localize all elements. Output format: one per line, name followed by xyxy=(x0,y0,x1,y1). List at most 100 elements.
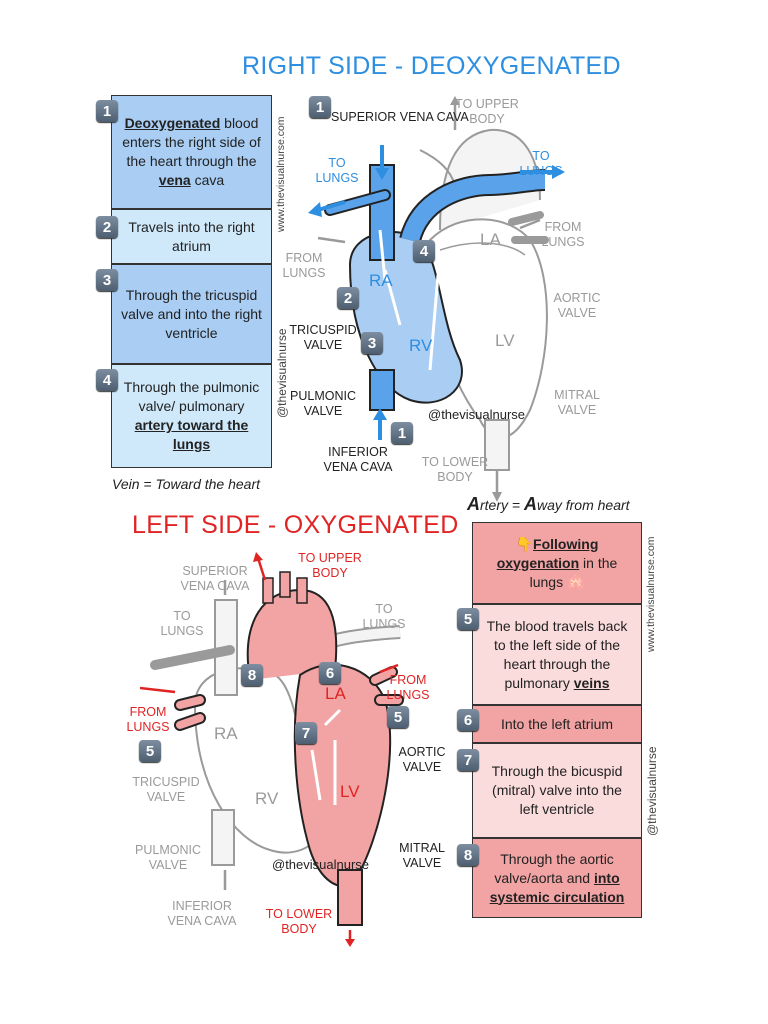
left-step-5: The blood travels back to the left side … xyxy=(472,604,642,705)
watermark: @thevisualnurse xyxy=(272,857,370,872)
la-outline xyxy=(439,242,526,256)
step-text: blood enters the right side of the heart… xyxy=(122,115,261,169)
diagram-badge: 1 xyxy=(309,96,331,118)
deoxygenated-term: Deoxygenated xyxy=(124,115,221,131)
artery-note-a: A xyxy=(523,494,537,514)
label-tricuspid: TRICUSPID VALVE xyxy=(289,323,357,352)
label-pulmonic: PULMONIC VALVE xyxy=(290,389,356,418)
label-ivc: INFERIOR VENA CAVA xyxy=(167,899,237,928)
label-aortic: AORTIC VALVE xyxy=(398,745,446,774)
right-step-3: Through the tricuspid valve and into the… xyxy=(111,264,272,364)
arrow-up-gray-head xyxy=(450,96,460,105)
step-text: Through the pulmonic valve/ pulmonary xyxy=(123,379,260,414)
artery-note: Artery = Away from heart xyxy=(467,494,630,515)
label-to-lungs-left: TO LUNGS xyxy=(315,156,359,185)
label-pulmonic: PULMONIC VALVE xyxy=(135,843,201,872)
step-text: Through the tricuspid valve and into the… xyxy=(121,286,262,341)
artery-term: artery toward the lungs xyxy=(134,417,249,452)
chamber-rv: RV xyxy=(409,336,433,355)
aorta-branch xyxy=(296,577,308,604)
label-from-lungs-left: FROM LUNGS xyxy=(282,251,326,280)
systemic-term: into systemic circulation xyxy=(489,869,625,905)
chamber-la: LA xyxy=(480,230,501,249)
arrow-down-gray-head xyxy=(492,492,502,502)
label-to-lungs-left: TO LUNGS xyxy=(160,609,204,638)
ivc-vessel xyxy=(369,369,395,411)
step-number-badge: 2 xyxy=(96,216,118,238)
label-mitral: MITRAL VALVE xyxy=(399,841,445,870)
pointing-down-icon: 👇 xyxy=(515,535,534,552)
oxygenation-term: Following oxygenation xyxy=(496,535,599,571)
arrow-ivc-head xyxy=(373,408,387,420)
step-number-badge: 6 xyxy=(457,709,479,731)
watermark: @thevisualnurse xyxy=(428,407,526,422)
chamber-la: LA xyxy=(325,684,346,703)
diagram-badge: 7 xyxy=(295,722,317,744)
right-step-4: Through the pulmonic valve/ pulmonary ar… xyxy=(111,364,272,468)
arrow-from-lungs-red-r xyxy=(379,663,399,674)
label-to-lower: TO LOWER BODY xyxy=(265,907,333,936)
step-text: Through the bicuspid (mitral) valve into… xyxy=(491,763,623,817)
diagram-badge: 5 xyxy=(387,706,409,728)
step-text: cava xyxy=(190,172,225,188)
label-to-lower: TO LOWER BODY xyxy=(421,455,489,484)
left-side-title: LEFT SIDE - OXYGENATED xyxy=(132,511,459,539)
flow-arrow xyxy=(323,708,342,727)
flow-arrow xyxy=(428,274,440,371)
label-svc: SUPERIOR VENA CAVA xyxy=(331,110,469,124)
arrow-to-lungs-r-head xyxy=(552,165,565,179)
left-step-7: Through the bicuspid (mitral) valve into… xyxy=(472,743,642,838)
step-text: in the lungs 🫁 xyxy=(529,554,618,590)
arrow-from-lungs-gray xyxy=(317,236,346,244)
vein-note: Vein = Toward the heart xyxy=(112,476,261,492)
vena-term: vena xyxy=(158,172,191,188)
step-number-badge: 8 xyxy=(457,844,479,866)
pulm-artery-fill xyxy=(401,171,546,243)
label-aortic: AORTIC VALVE xyxy=(553,291,601,320)
vertical-url: www.thevisualnurse.com xyxy=(645,536,657,652)
aorta-branch xyxy=(262,577,274,604)
label-tricuspid: TRICUSPID VALVE xyxy=(132,775,200,804)
right-side-title: RIGHT SIDE - DEOXYGENATED xyxy=(242,52,621,80)
arrow-from-lungs-red xyxy=(140,686,176,694)
diagram-badge: 2 xyxy=(337,287,359,309)
left-step-6: Into the left atrium xyxy=(472,705,642,743)
arrow-svc-head xyxy=(375,168,389,180)
step-number-badge: 1 xyxy=(96,100,118,122)
chamber-ra: RA xyxy=(214,724,238,743)
artery-note-text: way from heart xyxy=(536,497,630,513)
label-from-lungs-right: FROM LUNGS xyxy=(386,673,430,702)
right-step-2: Travels into the right atrium xyxy=(111,209,272,264)
flow-arrow xyxy=(383,269,402,326)
label-from-lungs-right: FROM LUNGS xyxy=(541,220,585,249)
arrow-down-red-head xyxy=(345,939,355,947)
pulm-veins-left-fill xyxy=(176,696,204,729)
pulm-veins-right-fill xyxy=(371,668,402,704)
pulm-artery-gray xyxy=(150,645,235,670)
label-mitral: MITRAL VALVE xyxy=(554,388,600,417)
descending-aorta-red xyxy=(337,869,363,926)
step-number-badge: 7 xyxy=(457,749,479,771)
diagram-badge: 5 xyxy=(139,740,161,762)
ivc-vessel-gray xyxy=(211,809,235,866)
vertical-url: www.thevisualnurse.com xyxy=(275,116,287,232)
label-ivc: INFERIOR VENA CAVA xyxy=(323,445,393,474)
arrow-up-red-head xyxy=(253,552,263,562)
flow-arrow xyxy=(310,749,322,801)
right-heart-diagram xyxy=(308,96,565,502)
label-svc: SUPERIOR VENA CAVA xyxy=(180,564,250,593)
step-number-badge: 4 xyxy=(96,369,118,391)
pulmonary-veins xyxy=(508,211,549,244)
label-to-upper: TO UPPER BODY xyxy=(298,551,362,580)
diagram-badge: 1 xyxy=(391,422,413,444)
step-number-badge: 3 xyxy=(96,269,118,291)
left-pulm-branch-fill xyxy=(326,191,389,214)
step-text: Through the aortic valve/aorta and xyxy=(494,850,614,886)
diagram-badge: 3 xyxy=(361,332,383,354)
chamber-ra: RA xyxy=(369,271,393,290)
chamber-rv: RV xyxy=(255,789,279,808)
chamber-lv: LV xyxy=(495,331,515,350)
step-text: The blood travels back to the left side … xyxy=(486,617,628,691)
vertical-handle: @thevisualnurse xyxy=(645,746,659,836)
left-heart-diagram xyxy=(140,552,404,947)
